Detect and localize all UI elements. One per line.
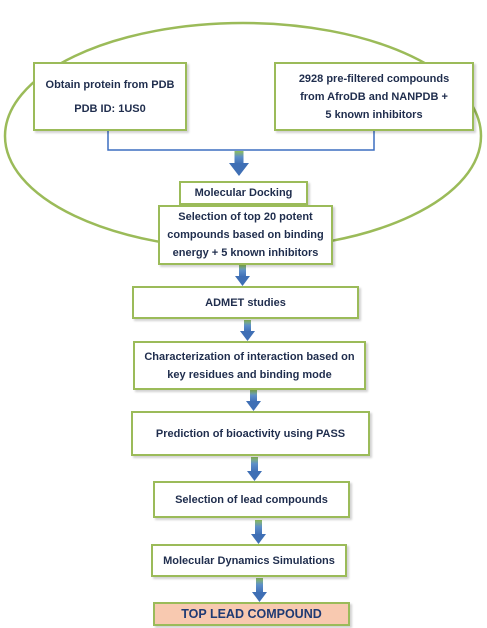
lead-selection-label: Selection of lead compounds xyxy=(175,493,328,506)
arrow-lead-selection-to-md xyxy=(251,520,266,544)
arrow-pass-to-lead-selection xyxy=(247,457,262,481)
input-bracket-connector xyxy=(107,131,375,151)
admet-label: ADMET studies xyxy=(205,296,286,309)
arrow-md-to-final xyxy=(252,578,267,602)
top-lead-compound-box: TOP LEAD COMPOUND xyxy=(153,602,350,626)
arrow-characterization-to-pass xyxy=(246,390,261,411)
characterization-box: Characterization of interaction based on… xyxy=(133,341,366,390)
molecular-docking-box: Molecular Docking xyxy=(179,181,308,205)
molecular-dynamics-box: Molecular Dynamics Simulations xyxy=(151,544,347,577)
pass-prediction-box: Prediction of bioactivity using PASS xyxy=(131,411,370,456)
arrow-selection-to-admet xyxy=(235,265,250,286)
pass-prediction-label: Prediction of bioactivity using PASS xyxy=(155,427,346,440)
compounds-line1: 2928 pre-filtered compounds xyxy=(298,72,450,85)
compounds-line3: 5 known inhibitors xyxy=(325,108,423,121)
top-lead-compound-label: TOP LEAD COMPOUND xyxy=(181,607,322,621)
selection-top20-line3: energy + 5 known inhibitors xyxy=(172,247,319,259)
molecular-docking-label: Molecular Docking xyxy=(194,187,293,199)
characterization-line1: Characterization of interaction based on xyxy=(144,350,355,363)
compounds-line2: from AfroDB and NANPDB + xyxy=(300,90,448,103)
lead-selection-box: Selection of lead compounds xyxy=(153,481,350,518)
admet-box: ADMET studies xyxy=(132,286,359,319)
characterization-line2: key residues and binding mode xyxy=(167,368,332,381)
arrow-bracket-to-docking xyxy=(229,151,249,176)
obtain-protein-box: Obtain protein from PDB PDB ID: 1US0 xyxy=(33,62,187,131)
selection-top20-line1: Selection of top 20 potent xyxy=(178,211,313,223)
selection-top20-box: Selection of top 20 potent compounds bas… xyxy=(158,205,333,265)
obtain-protein-line1: Obtain protein from PDB xyxy=(45,78,175,91)
compounds-box: 2928 pre-filtered compounds from AfroDB … xyxy=(274,62,474,131)
molecular-dynamics-label: Molecular Dynamics Simulations xyxy=(163,554,335,567)
arrow-admet-to-characterization xyxy=(240,320,255,341)
selection-top20-line2: compounds based on binding xyxy=(167,229,324,241)
pdb-id-line: PDB ID: 1US0 xyxy=(74,102,146,115)
